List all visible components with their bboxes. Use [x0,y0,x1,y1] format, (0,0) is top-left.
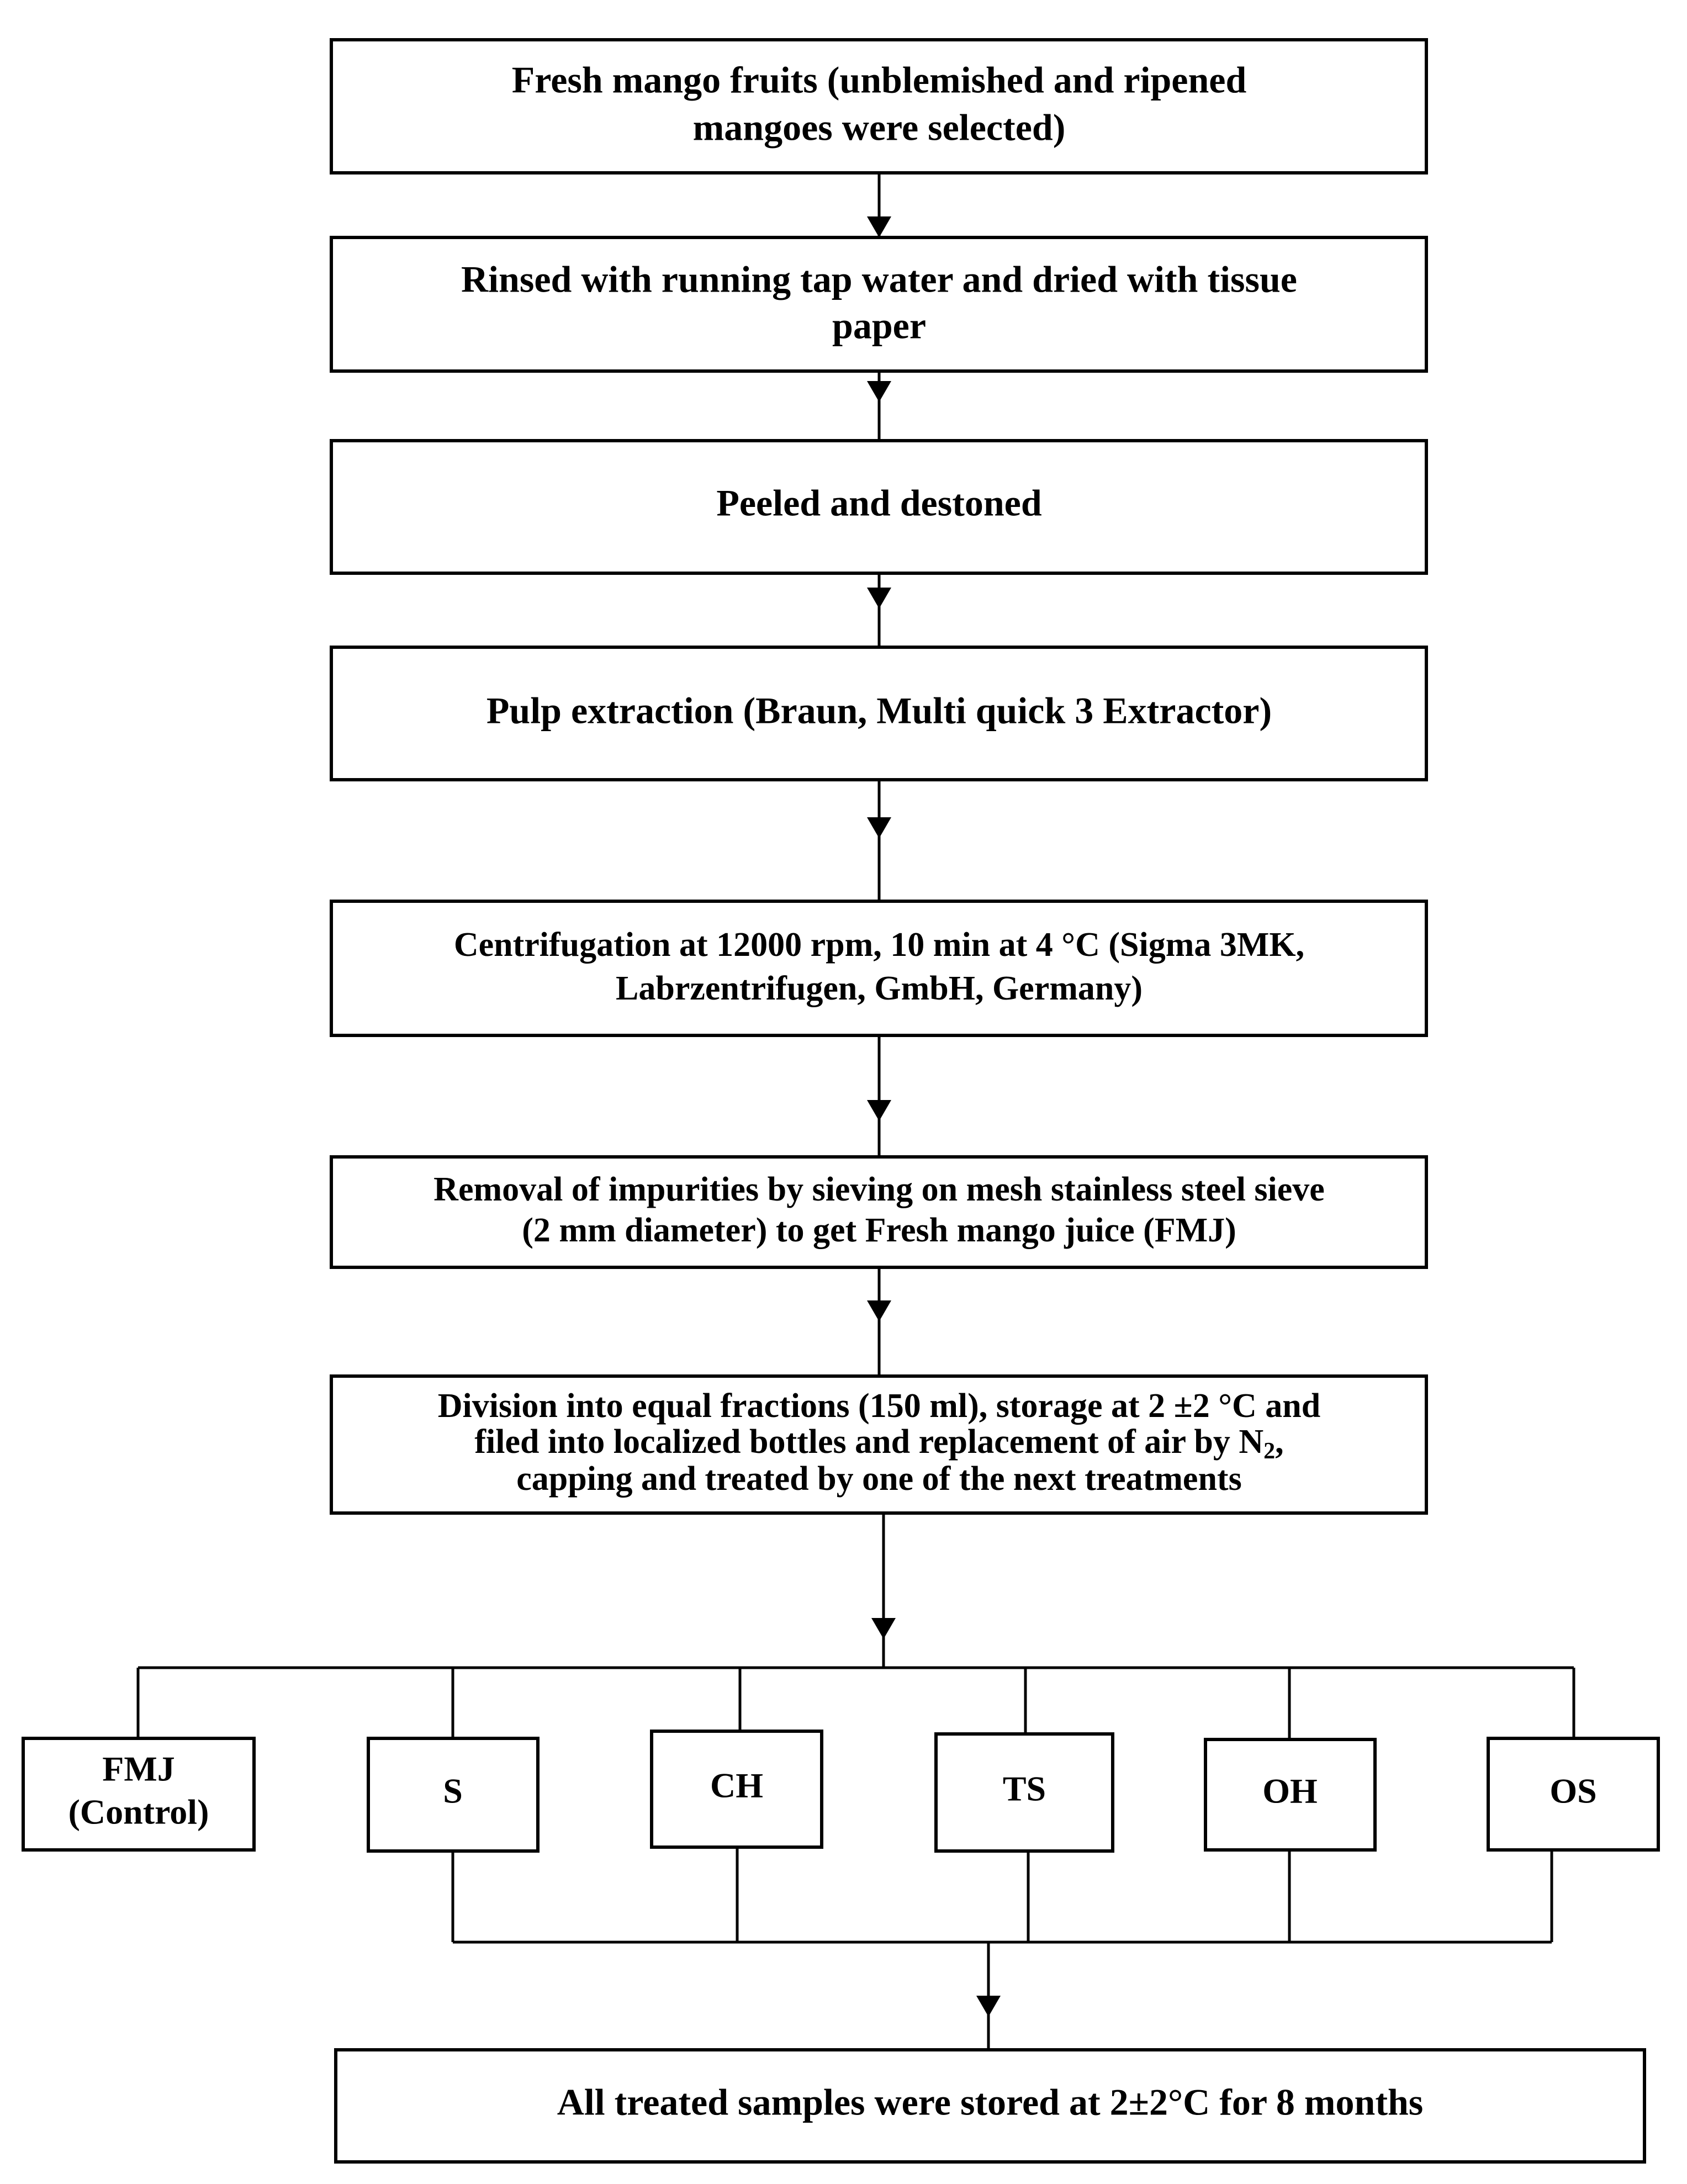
step-rinsed: Rinsed with running tap water and dried … [330,236,1428,373]
step-fresh-mango-fruits: Fresh mango fruits (unblemished and ripe… [330,38,1428,174]
step-5-line-1: Centrifugation at 12000 rpm, 10 min at 4… [454,926,1304,964]
step-division-into-fractions: Division into equal fractions (150 ml), … [330,1374,1428,1515]
treatment-os: OS [1487,1737,1660,1852]
treatment-s: S [367,1737,540,1853]
treatment-oh-label: OH [1262,1771,1318,1811]
step-1-line-1: Fresh mango fruits (unblemished and ripe… [512,59,1247,101]
step-centrifugation: Centrifugation at 12000 rpm, 10 min at 4… [330,900,1428,1037]
treatment-ts: TS [934,1732,1114,1853]
arrowhead-6-7 [867,1300,891,1321]
step-5-line-2: Labrzentrifugen, GmbH, Germany) [616,970,1143,1007]
step-7-line-2-subscript: 2 [1263,1439,1275,1464]
step-6-line-1: Removal of impurities by sieving on mesh… [433,1171,1325,1208]
arrowhead-3-4 [867,588,891,609]
step-2-line-1: Rinsed with running tap water and dried … [461,258,1297,300]
step-7-line-2-end: , [1275,1423,1284,1461]
step-final-storage: All treated samples were stored at 2±2°C… [334,2048,1646,2164]
step-6-line-2: (2 mm diameter) to get Fresh mango juice… [522,1212,1236,1249]
treatment-os-label: OS [1549,1771,1596,1811]
step-3-line-1: Peeled and destoned [716,482,1042,524]
treatment-s-label: S [443,1771,463,1811]
treatment-fmj-line-2: (Control) [68,1792,209,1832]
treatment-oh: OH [1204,1738,1377,1852]
step-2-line-2: paper [832,305,926,347]
step-7-line-3: capping and treated by one of the next t… [516,1460,1241,1498]
step-7-line-2: filed into localized bottles and replace… [474,1423,1283,1463]
step-removal-of-impurities: Removal of impurities by sieving on mesh… [330,1155,1428,1269]
treatment-ch-label: CH [710,1766,763,1805]
step-pulp-extraction: Pulp extraction (Braun, Multi quick 3 Ex… [330,646,1428,781]
treatment-fmj-line-1: FMJ [102,1749,175,1789]
step-7-line-1: Division into equal fractions (150 ml), … [438,1387,1320,1425]
step-4-line-1: Pulp extraction (Braun, Multi quick 3 Ex… [486,690,1272,732]
connectors [136,173,1575,2050]
final-step-text: All treated samples were stored at 2±2°C… [557,2081,1424,2123]
treatment-ch: CH [650,1730,823,1849]
arrowhead-1-2 [867,216,891,237]
arrowhead-4-5 [867,817,891,838]
arrowhead-7-branch [871,1618,896,1639]
step-7-line-2-main: filed into localized bottles and replace… [474,1423,1263,1461]
arrowhead-2-3 [867,381,891,402]
step-1-line-2: mangoes were selected) [693,107,1066,149]
arrowhead-5-6 [867,1100,891,1121]
step-peeled-destoned: Peeled and destoned [330,439,1428,575]
treatment-fmj-control: FMJ (Control) [22,1737,256,1852]
treatment-ts-label: TS [1003,1769,1046,1808]
arrowhead-merge-final [976,1996,1001,2017]
